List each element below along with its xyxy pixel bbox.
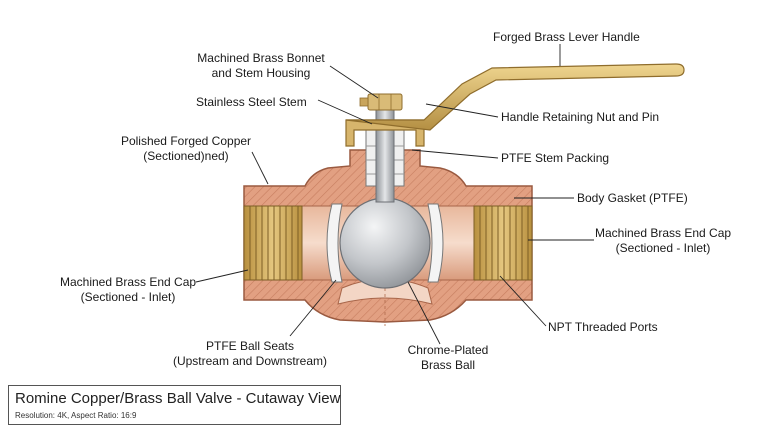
label-endcap-left: Machined Brass End Cap (Sectioned - Inle… [60,275,197,304]
leader-stem-packing [411,149,499,159]
left-threads [243,205,303,281]
label-ball-seats: PTFE Ball Seats (Upstream and Downstream… [172,339,328,368]
leader-endcap-left [195,269,249,283]
lever-handle [345,63,685,131]
valve-ball [339,197,431,289]
leader-npt [499,275,547,327]
label-copper: Polished Forged Copper (Sectioned)ned) [120,134,252,163]
right-threads [473,205,533,281]
leader-copper [251,151,269,185]
leader-bonnet [329,65,379,99]
label-body-gasket: Body Gasket (PTFE) [577,191,688,205]
label-stem-packing: PTFE Stem Packing [501,151,610,165]
stainless-stem [375,103,395,203]
label-retaining-nut: Handle Retaining Nut and Pin [501,110,660,124]
label-endcap-right: Machined Brass End Cap (Sectioned - Inle… [595,226,732,255]
leader-ball [407,281,441,345]
label-stem: Stainless Steel Stem [196,95,307,109]
leader-ball-seats [289,279,337,337]
ball-seat-left [326,203,343,283]
ball-seat-right [427,203,444,283]
label-npt-ports: NPT Threaded Ports [548,320,658,334]
label-bonnet: Machined Brass Bonnet and Stem Housing [197,51,325,80]
diagram-subtitle: Resolution: 4K, Aspect Ratio: 16:9 [15,411,137,420]
leader-lines [195,44,594,345]
title-block: Romine Copper/Brass Ball Valve - Cutaway… [8,385,341,425]
leader-retaining-nut [425,103,499,118]
label-ball: Chrome-Plated Brass Ball [407,343,489,372]
leader-stem [317,99,373,125]
retaining-nut [359,93,403,111]
diagram-title: Romine Copper/Brass Ball Valve - Cutaway… [15,390,341,407]
label-lever-handle: Forged Brass Lever Handle [493,30,640,44]
